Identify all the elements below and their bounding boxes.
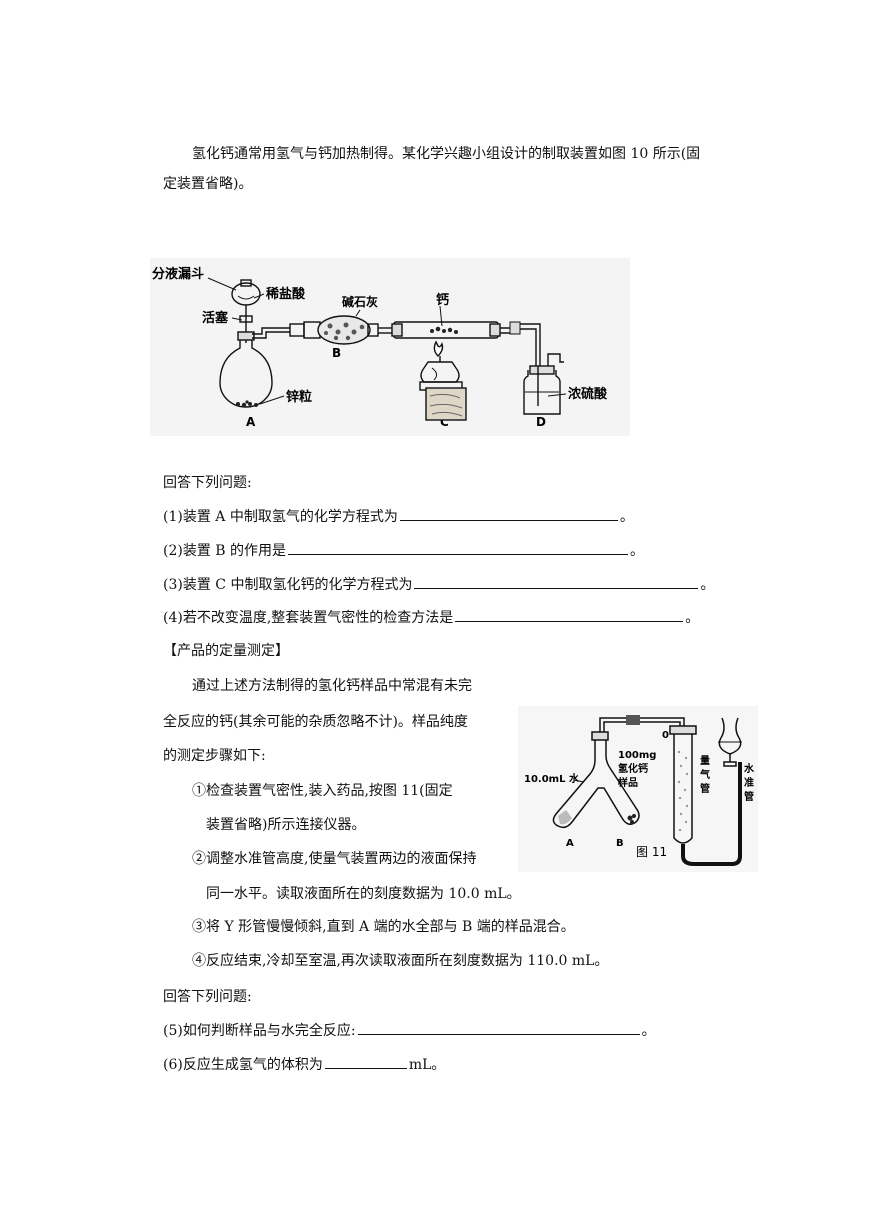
question-6: (6)反应生成氢气的体积为 mL。 xyxy=(163,1054,445,1075)
question-1-end: 。 xyxy=(619,509,634,525)
question-3: (3)装置 C 中制取氢化钙的化学方程式为 。 xyxy=(163,574,714,595)
answer-blank-4[interactable] xyxy=(455,607,684,622)
section-title: 【产品的定量测定】 xyxy=(163,643,289,659)
fig11-label-B: B xyxy=(616,838,624,849)
wash-bottle-D xyxy=(523,353,564,415)
label-calcium: 钙 xyxy=(436,292,449,308)
label-C: C xyxy=(440,415,449,429)
question-2: (2)装置 B 的作用是 。 xyxy=(163,540,644,561)
question-2-end: 。 xyxy=(630,543,645,559)
para-line-3: 的测定步骤如下: xyxy=(163,748,266,764)
question-6-text: (6)反应生成氢气的体积为 xyxy=(163,1057,323,1073)
step-1-line-1: ①检查装置气密性,装入药品,按图 11(固定 xyxy=(192,783,453,799)
answer-blank-5[interactable] xyxy=(357,1020,640,1035)
intro-line-1: 氢化钙通常用氢气与钙加热制得。某化学兴趣小组设计的制取装置如图 10 所示(固 xyxy=(192,146,701,162)
question-3-end: 。 xyxy=(700,577,715,593)
answer-blank-2[interactable] xyxy=(288,540,629,555)
question-4: (4)若不改变温度,整套装置气密性的检查方法是 。 xyxy=(163,607,699,628)
y-tube-sample xyxy=(627,814,636,824)
fig11-level-2: 准 xyxy=(744,776,754,789)
label-zinc: 锌粒 xyxy=(286,389,312,405)
burner-C xyxy=(419,340,467,421)
question-1-text: (1)装置 A 中制取氢气的化学方程式为 xyxy=(163,509,398,525)
fig11-tube-1: 量 xyxy=(700,754,710,767)
para-line-1: 通过上述方法制得的氢化钙样品中常混有未完 xyxy=(192,678,472,694)
answer-prompt-2: 回答下列问题: xyxy=(163,989,252,1005)
zinc-granules xyxy=(236,400,258,408)
question-5: (5)如何判断样品与水完全反应: 。 xyxy=(163,1020,656,1041)
answer-blank-6[interactable] xyxy=(324,1054,407,1069)
step-4: ④反应结束,冷却至室温,再次读取液面所在刻度数据为 110.0 mL。 xyxy=(192,953,609,969)
label-acid: 稀盐酸 xyxy=(266,286,306,302)
question-3-text: (3)装置 C 中制取氢化钙的化学方程式为 xyxy=(163,577,413,593)
label-h2so4: 浓硫酸 xyxy=(568,386,608,402)
fig11-zero: 0 xyxy=(662,730,669,741)
fig11-water: 10.0mL 水 xyxy=(524,772,580,785)
step-2-line-2: 同一水平。读取液面所在的刻度数据为 10.0 mL。 xyxy=(206,886,521,902)
answer-blank-1[interactable] xyxy=(399,506,618,521)
question-6-end: mL。 xyxy=(408,1057,446,1073)
label-A: A xyxy=(246,415,256,429)
answer-blank-3[interactable] xyxy=(414,574,699,589)
figure-10-apparatus: 分液漏斗 稀盐酸 活塞 锌粒 碱石灰 钙 浓硫酸 A B C D xyxy=(150,258,630,436)
flask-A xyxy=(219,279,273,408)
fig11-tube-3: 管 xyxy=(700,782,710,795)
fig11-level-3: 管 xyxy=(744,790,754,803)
question-2-text: (2)装置 B 的作用是 xyxy=(163,543,287,559)
step-1-line-2: 装置省略)所示连接仪器。 xyxy=(206,817,366,833)
fig11-sample-1: 100mg xyxy=(618,750,656,761)
drying-tube-B xyxy=(289,315,379,345)
step-3: ③将 Y 形管慢慢倾斜,直到 A 端的水全部与 B 端的样品混合。 xyxy=(192,919,575,935)
fig11-caption: 图 11 xyxy=(636,845,667,859)
question-1: (1)装置 A 中制取氢气的化学方程式为 。 xyxy=(163,506,634,527)
question-5-end: 。 xyxy=(641,1023,656,1039)
fig11-label-A: A xyxy=(566,838,574,849)
fig11-sample-3: 样品 xyxy=(618,776,638,789)
question-4-end: 。 xyxy=(685,610,700,626)
gas-burette xyxy=(669,725,697,844)
label-B: B xyxy=(332,346,341,360)
fig11-sample-2: 氢化钙 xyxy=(618,762,648,775)
step-2-line-1: ②调整水准管高度,使量气装置两边的液面保持 xyxy=(192,851,477,867)
fig11-level-1: 水 xyxy=(743,762,755,775)
figure-11-apparatus: 10.0mL 水 100mg 氢化钙 样品 量 气 管 水 准 管 0 A B … xyxy=(518,706,758,872)
intro-line-2: 定装置省略)。 xyxy=(163,176,253,192)
question-5-text: (5)如何判断样品与水完全反应: xyxy=(163,1023,356,1039)
label-soda-lime: 碱石灰 xyxy=(342,294,378,309)
calcium-sample xyxy=(430,326,458,334)
label-stopcock: 活塞 xyxy=(202,310,229,326)
fig11-tube-2: 气 xyxy=(699,768,710,781)
answer-prompt-1: 回答下列问题: xyxy=(163,475,252,491)
question-4-text: (4)若不改变温度,整套装置气密性的检查方法是 xyxy=(163,610,454,626)
leveling-funnel xyxy=(718,717,742,767)
reaction-tube-C xyxy=(391,321,501,339)
label-D: D xyxy=(536,415,546,429)
label-funnel: 分液漏斗 xyxy=(152,266,204,282)
para-line-2: 全反应的钙(其余可能的杂质忽略不计)。样品纯度 xyxy=(163,714,468,730)
